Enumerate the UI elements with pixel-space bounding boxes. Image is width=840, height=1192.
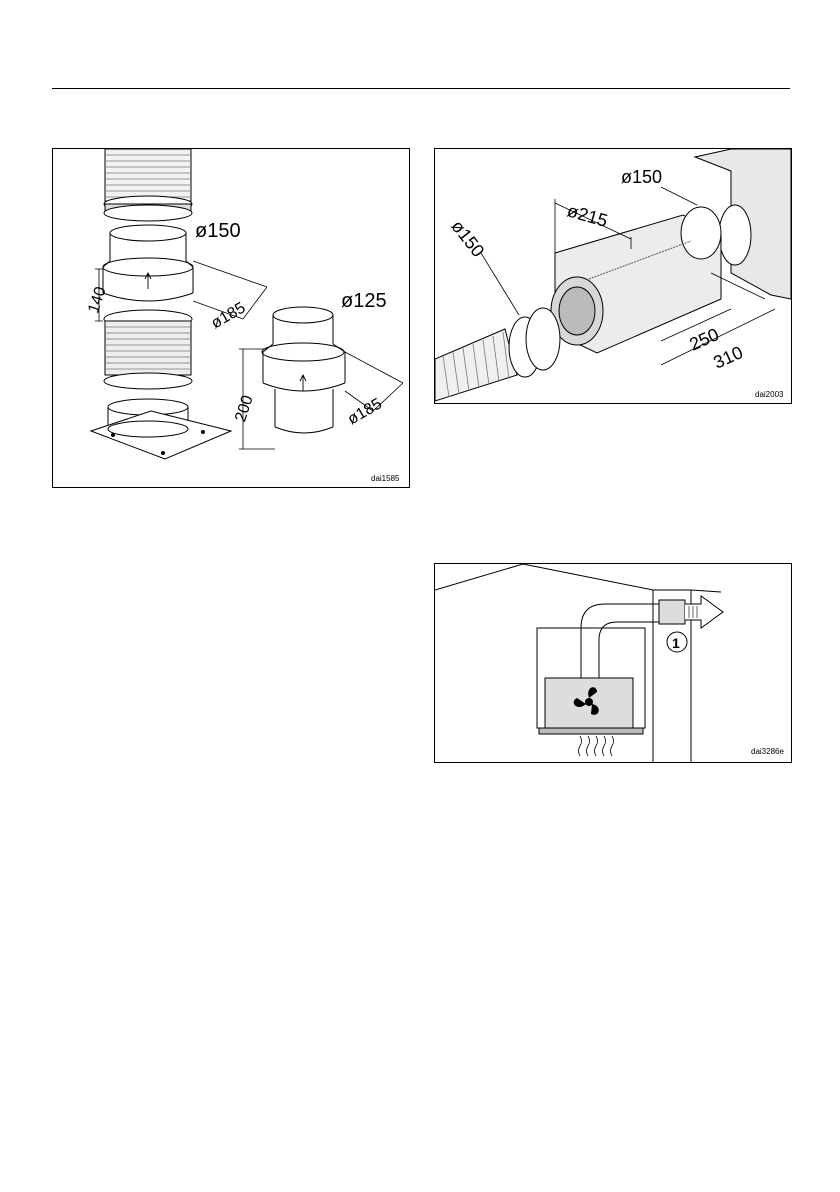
figure-code: dai3286e bbox=[751, 747, 784, 756]
dim-top-reducer-height: 140 bbox=[85, 285, 109, 316]
reducer-125-illustration bbox=[262, 307, 345, 433]
duct-illustration bbox=[581, 604, 659, 678]
dim-silencer-length: 250 bbox=[686, 324, 722, 354]
header-rule bbox=[52, 88, 790, 89]
dim-right-reducer-outlet: ø125 bbox=[341, 290, 387, 312]
dim-right-reducer-inlet: ø185 bbox=[345, 395, 385, 428]
flex-hose-top-illustration bbox=[104, 149, 192, 221]
figure-installation: 1 dai3286e bbox=[434, 563, 792, 763]
dim-right-reducer-height: 200 bbox=[232, 393, 256, 424]
figure-duct-adapters: ø150 140 ø185 ø125 200 ø185 dai1585 bbox=[52, 148, 410, 488]
roof-line bbox=[435, 564, 523, 590]
reducer-150-illustration bbox=[103, 225, 193, 301]
dim-top-reducer-outlet: ø150 bbox=[195, 220, 241, 242]
figure-silencer: ø150 ø215 ø150 250 310 dai2003 bbox=[434, 148, 792, 404]
wall-box-illustration bbox=[659, 600, 685, 624]
dim-top-reducer-inlet: ø185 bbox=[208, 299, 248, 332]
dim-silencer-outlet: ø150 bbox=[621, 167, 662, 187]
figure-code: dai2003 bbox=[755, 390, 784, 399]
dim-silencer-diameter: ø215 bbox=[565, 200, 610, 231]
silencer-body-illustration bbox=[551, 207, 721, 353]
flex-hose-bottom-illustration bbox=[91, 310, 231, 459]
dim-silencer-total-length: 310 bbox=[710, 342, 746, 372]
callout-number: 1 bbox=[672, 635, 680, 651]
flex-hose-illustration bbox=[435, 308, 560, 401]
figure-code: dai1585 bbox=[371, 474, 400, 483]
